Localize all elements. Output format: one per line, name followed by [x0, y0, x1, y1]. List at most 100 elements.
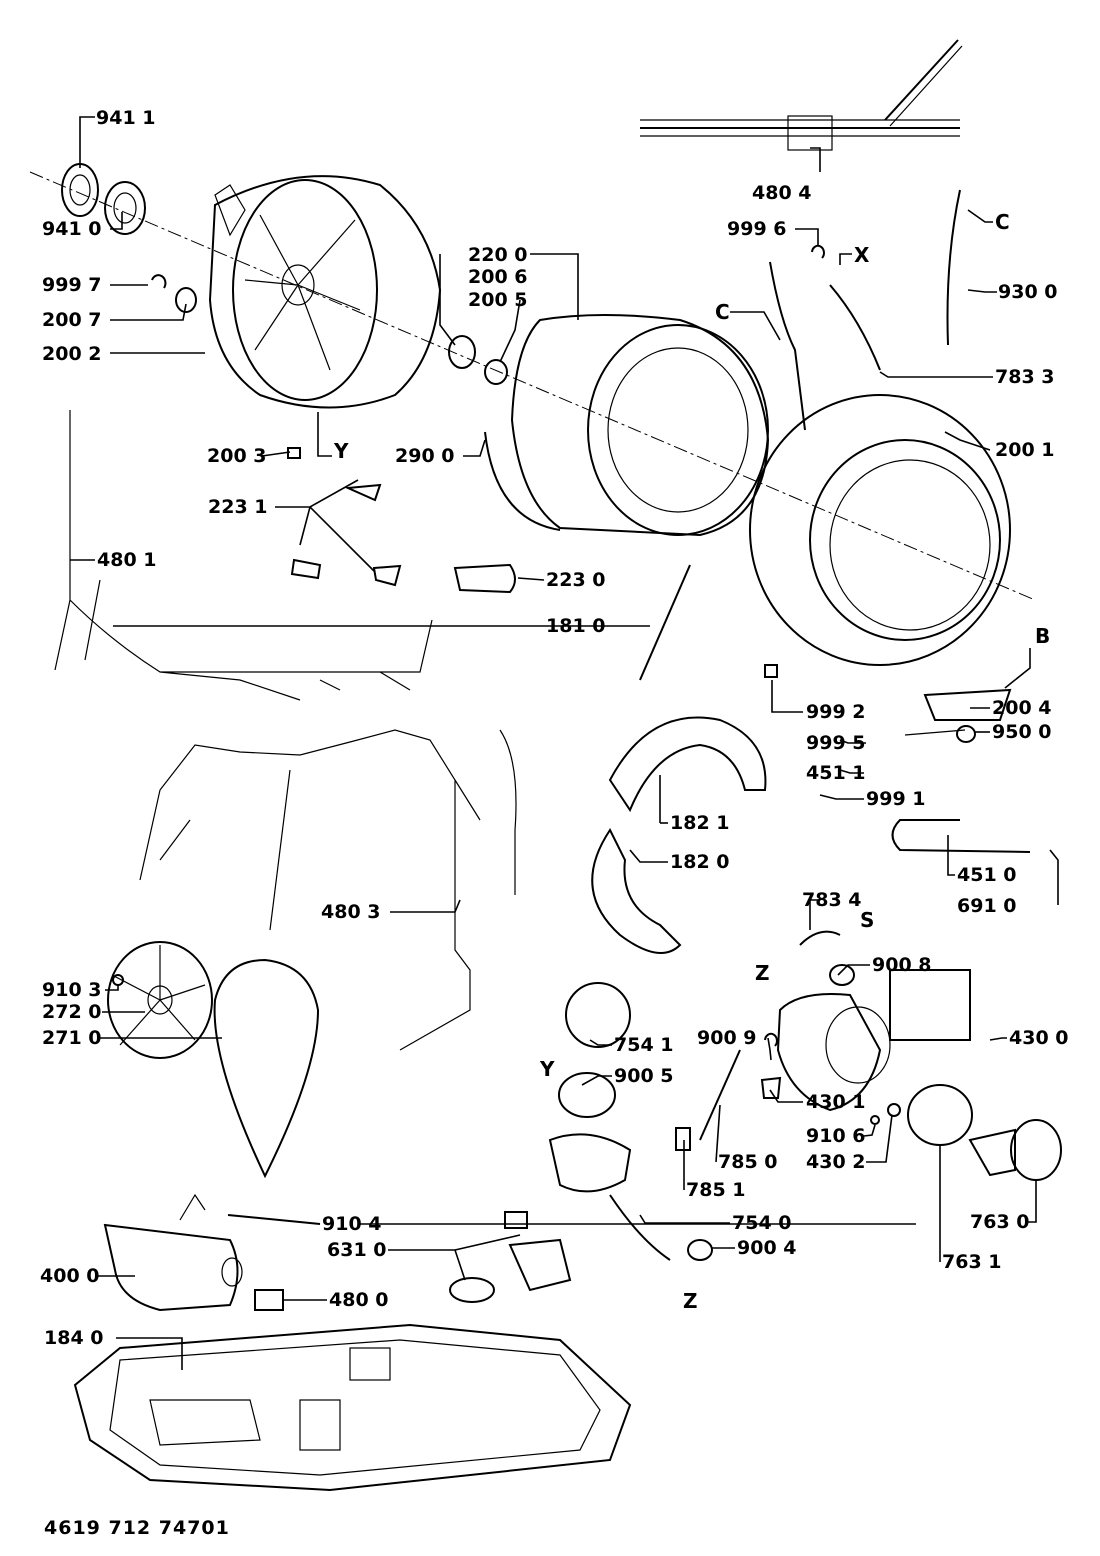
callout-480-3: 480 3: [321, 901, 381, 923]
callout-785-0: 785 0: [718, 1151, 778, 1173]
screw-910-3: [112, 974, 124, 986]
part-631-0b: [508, 1238, 572, 1292]
callout-999-5: 999 5: [806, 732, 866, 754]
screw-910-4: [227, 1214, 321, 1225]
callout-182-0: 182 0: [670, 851, 730, 873]
letter-markers: Y X C C B S Z Y Z: [333, 210, 1050, 1313]
callout-999-1: 999 1: [866, 788, 926, 810]
screw-910-6: [870, 1115, 880, 1125]
connector-785-1: [675, 1127, 691, 1151]
bearing-941-0: [104, 181, 146, 235]
document-number: 4619 712 74701: [44, 1517, 230, 1539]
rear-tub-200-2: [208, 175, 442, 409]
marker-y-sump: Y: [539, 1057, 555, 1081]
seal-200-6: [448, 335, 476, 369]
pulley-272-0: [107, 941, 213, 1059]
parts: [29, 39, 1062, 1492]
callout-480-1: 480 1: [97, 549, 157, 571]
callout-785-1: 785 1: [686, 1179, 746, 1201]
callout-451-0: 451 0: [957, 864, 1017, 886]
callout-290-0: 290 0: [395, 445, 455, 467]
callout-941-1: 941 1: [96, 107, 156, 129]
callout-930-0: 930 0: [998, 281, 1058, 303]
marker-c-hose: C: [715, 300, 730, 324]
motor-400-0: [103, 1193, 243, 1312]
callout-900-4: 900 4: [737, 1237, 797, 1259]
callout-184-0: 184 0: [44, 1327, 104, 1349]
clip-900-9: [764, 1032, 778, 1047]
part-999-2: [764, 664, 778, 678]
callout-999-2: 999 2: [806, 701, 866, 723]
clamp-900-8: [829, 964, 855, 986]
callout-941-0: 941 0: [42, 218, 102, 240]
callout-430-2: 430 2: [806, 1151, 866, 1173]
callout-200-4: 200 4: [992, 697, 1052, 719]
callout-223-1: 223 1: [208, 496, 268, 518]
marker-c-spring: C: [995, 210, 1010, 234]
callout-200-6: 200 6: [468, 266, 528, 288]
sump-754-0: [548, 1133, 632, 1193]
marker-z-bottom: Z: [683, 1289, 698, 1313]
clip-999-7: [151, 274, 167, 289]
hose-783-4: [799, 930, 841, 946]
nut-430-2: [887, 1103, 901, 1117]
heater-451-0: [891, 819, 1031, 853]
callout-200-3: 200 3: [207, 445, 267, 467]
callout-900-8: 900 8: [872, 954, 932, 976]
callout-271-0: 271 0: [42, 1027, 102, 1049]
callout-200-2: 200 2: [42, 343, 102, 365]
hose-c: [769, 261, 806, 431]
harness-480-1: [54, 410, 433, 701]
suspension-182-1: [608, 716, 767, 813]
callout-451-1: 451 1: [806, 762, 866, 784]
callout-430-1: 430 1: [806, 1091, 866, 1113]
harness-480-3: [139, 729, 517, 1051]
base-184-0: [73, 1323, 632, 1492]
pipe-785-0: [699, 1049, 741, 1141]
callout-910-3: 910 3: [42, 979, 102, 1001]
hose-754-0: [609, 1194, 671, 1261]
marker-z-pump: Z: [755, 961, 770, 985]
callout-783-4: 783 4: [802, 889, 862, 911]
callout-200-1: 200 1: [995, 439, 1055, 461]
callout-783-3: 783 3: [995, 366, 1055, 388]
clamp-900-4: [687, 1239, 713, 1261]
callout-181-0: 181 0: [546, 615, 606, 637]
clip-200-3: [287, 447, 301, 459]
marker-s: S: [860, 908, 874, 932]
callout-999-6: 999 6: [727, 218, 787, 240]
front-tub-200-1: [749, 394, 1011, 666]
callout-200-7: 200 7: [42, 309, 102, 331]
callout-400-0: 400 0: [40, 1265, 100, 1287]
suspension-182-0: [591, 828, 682, 954]
callout-763-1: 763 1: [942, 1251, 1002, 1273]
marker-x: X: [854, 243, 870, 267]
callout-223-0: 223 0: [546, 569, 606, 591]
callout-754-0: 754 0: [732, 1212, 792, 1234]
callout-labels: 941 1 941 0 999 7 200 7 200 2 220 0 200 …: [40, 107, 1069, 1349]
part-631-0c: [449, 1277, 495, 1303]
callout-480-0: 480 0: [329, 1289, 389, 1311]
callout-999-7: 999 7: [42, 274, 102, 296]
callout-200-5: 200 5: [468, 289, 528, 311]
pump-430-0: [776, 969, 971, 1112]
marker-b: B: [1035, 624, 1050, 648]
ring-900-5: [558, 1072, 616, 1118]
bracket-223-1a: [344, 483, 382, 502]
part-631-0a: [504, 1211, 528, 1229]
gasket-763-1: [907, 1084, 973, 1146]
leader-lines: [70, 116, 1059, 1370]
callout-900-9: 900 9: [697, 1027, 757, 1049]
callout-763-0: 763 0: [970, 1211, 1030, 1233]
disc-754-1: [565, 982, 631, 1048]
counterweight-290-0: [484, 431, 561, 531]
shock-absorber-181-0: [639, 564, 691, 681]
sensor-451-1: [904, 729, 966, 736]
bracket-200-4: [923, 688, 1012, 721]
callout-430-0: 430 0: [1009, 1027, 1069, 1049]
clip-999-6: [811, 244, 825, 259]
counterweight-223-0: [453, 563, 516, 594]
bracket-223-1b: [290, 558, 322, 580]
callout-480-4: 480 4: [752, 182, 812, 204]
